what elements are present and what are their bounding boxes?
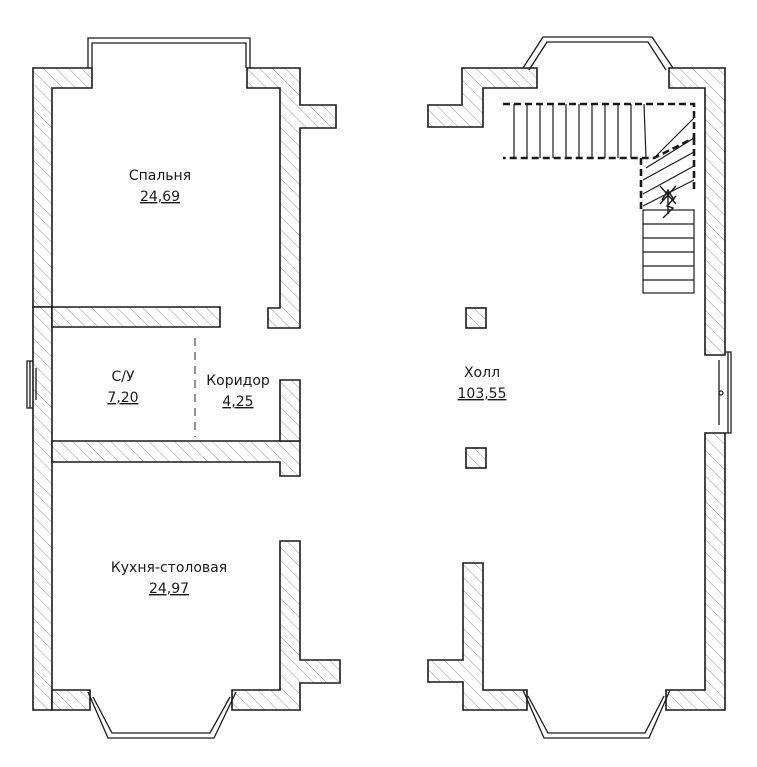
room-area-bathroom: 7,20 [107,390,138,406]
stair-lower [642,209,695,294]
window-hall-side-knob [718,390,724,396]
room-name-kitchen: Кухня-столовая [111,560,227,576]
wall-hall-east-lower [665,432,726,711]
stair-arrow-icon [659,185,677,214]
room-area-kitchen: 24,97 [149,581,189,597]
window-bedroom-top [87,37,251,68]
room-area-corridor: 4,25 [222,394,253,410]
wall-bedroom-partition [51,306,221,328]
column-lower [465,447,487,469]
walls [32,67,726,711]
column-upper [465,307,487,329]
wall-kitchen-partition [51,440,301,477]
stair-break-mark-icon [662,195,677,219]
wall-left-lower-west [32,306,53,711]
wall-left-top-west [32,67,93,308]
wall-kitchen-east [231,540,341,711]
window-hall-side [718,351,732,434]
wall-left-top-east [246,67,337,329]
window-kitchen-bay [87,691,237,739]
wall-kitchen-south-west [51,689,91,711]
window-bathroom-side [26,360,37,409]
room-name-bedroom: Спальня [129,168,191,184]
stair-upper-treads [513,103,695,207]
window-hall-bay-top [522,36,674,71]
wall-hall-north-east [668,67,726,356]
room-name-bathroom: С/У [111,369,134,385]
room-name-corridor: Коридор [206,373,270,389]
room-name-hall: Холл [464,365,500,381]
wall-corridor-east [279,379,301,442]
room-area-hall: 103,55 [458,386,507,402]
windows [26,36,732,739]
wall-hall-south-west [427,562,528,711]
wall-hall-north-west [427,67,538,128]
window-hall-bay-bottom [522,689,671,739]
staircase [503,102,696,294]
room-labels: Спальня 24,69 С/У 7,20 Коридор 4,25 Кухн… [107,168,506,597]
room-area-bedroom: 24,69 [140,189,180,205]
